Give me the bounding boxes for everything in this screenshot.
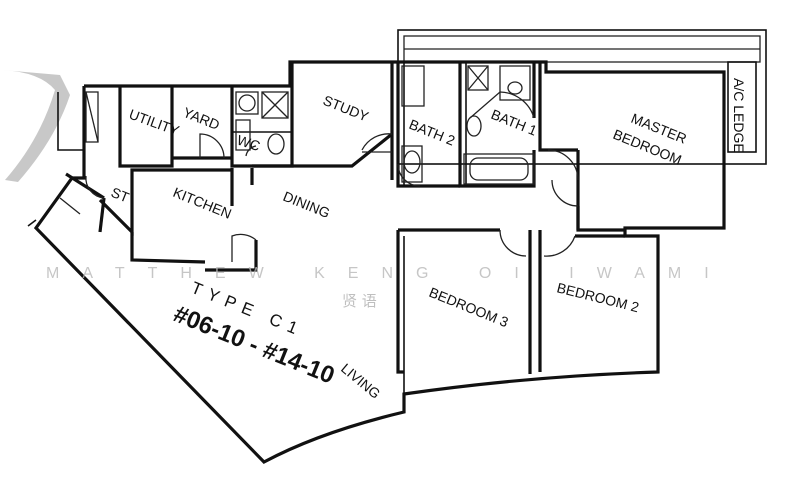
label-bedroom3: BEDROOM 3 <box>427 284 511 330</box>
label-st: ST <box>109 184 132 206</box>
label-ac-ledge: A/C LEDGE <box>731 78 747 153</box>
label-living: LIVING <box>338 360 383 402</box>
watermark-text: MATTHEW KENG OI IWAMI <box>46 265 732 282</box>
label-dining: DINING <box>281 188 332 221</box>
label-bath2: BATH 2 <box>407 116 458 149</box>
label-bath1: BATH 1 <box>489 106 540 139</box>
label-study: STUDY <box>321 92 372 125</box>
logo-swoosh <box>2 70 70 182</box>
label-bedroom2: BEDROOM 2 <box>555 279 641 315</box>
watermark-cjk: 贤 语 <box>342 292 377 310</box>
label-utility: UTILITY <box>127 106 182 139</box>
doors <box>59 91 579 262</box>
fixtures <box>85 65 535 185</box>
label-kitchen: KITCHEN <box>171 184 234 222</box>
interior-walls <box>65 62 625 394</box>
label-wc: WC <box>235 132 262 154</box>
label-yard: YARD <box>181 104 222 133</box>
